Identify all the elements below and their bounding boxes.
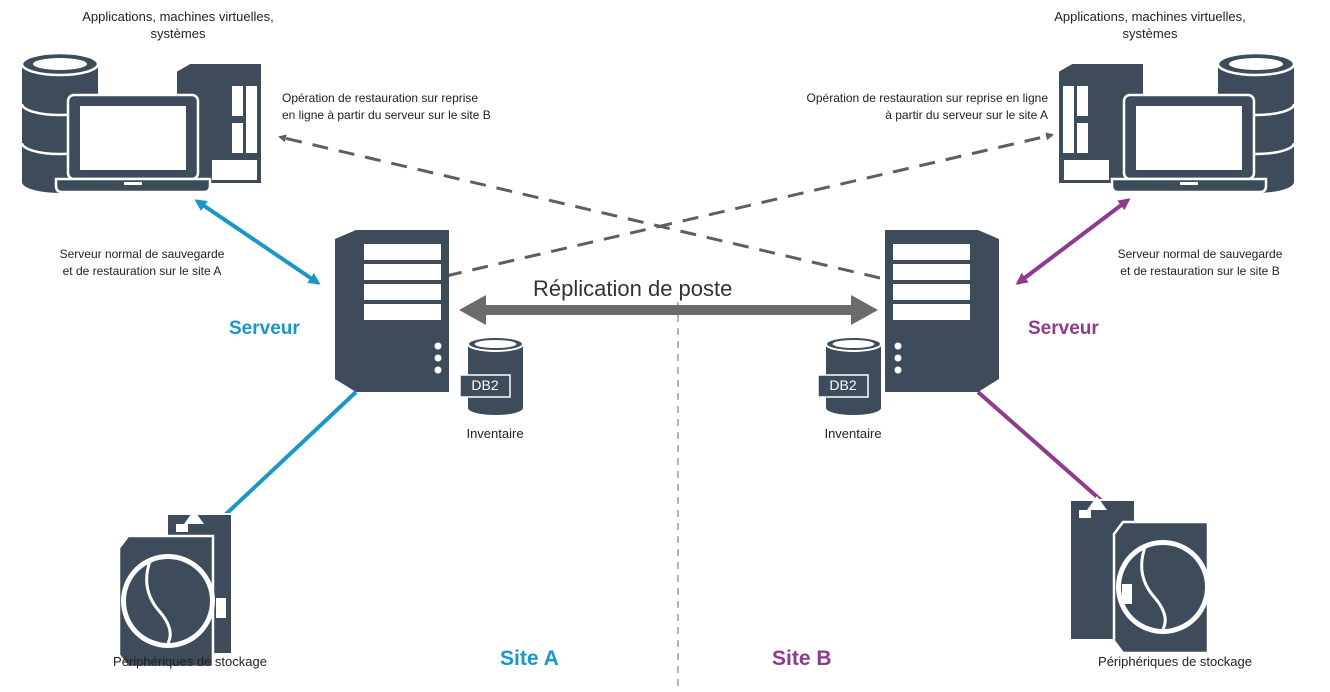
restore-label-a: Opération de restauration sur reprise en… — [282, 90, 491, 124]
storage-label-a: Périphériques de stockage — [113, 654, 267, 669]
normal-backup-arrow-b — [1015, 198, 1131, 285]
restore-label-b-line1: Opération de restauration sur reprise en… — [806, 91, 1048, 105]
inventory-label-a: Inventaire — [466, 426, 524, 441]
normal-backup-label-a: Serveur normal de sauvegarde et de resta… — [22, 246, 262, 280]
db2-label-b: DB2 — [829, 377, 857, 393]
db2-cylinder-icon-b — [817, 336, 882, 415]
site-label-a: Site A — [500, 647, 559, 670]
server-label-a: Serveur — [229, 318, 300, 339]
apps-label-b-line2: systèmes — [1122, 26, 1178, 41]
replication-label: Réplication de poste — [533, 276, 733, 301]
restore-label-b: Opération de restauration sur reprise en… — [620, 90, 1048, 124]
storage-label-b: Périphériques de stockage — [1098, 654, 1252, 669]
db2-label-a: DB2 — [471, 377, 499, 393]
normal-backup-label-b: Serveur normal de sauvegarde et de resta… — [1080, 246, 1320, 280]
apps-label-b-line1: Applications, machines virtuelles, — [1054, 9, 1246, 24]
apps-label-a: Applications, machines virtuelles, systè… — [8, 8, 348, 42]
normal-backup-label-b-line2: et de restauration sur le site B — [1120, 264, 1280, 278]
site-label-b: Site B — [772, 647, 832, 670]
server-label-b: Serveur — [1028, 318, 1099, 339]
replication-arrow — [459, 295, 878, 325]
restore-label-a-line1: Opération de restauration sur reprise — [282, 91, 479, 105]
laptop-icon-b — [1110, 93, 1268, 194]
db2-cylinder-icon-a — [459, 336, 524, 415]
storage-device-icon-b — [1069, 496, 1210, 655]
normal-backup-arrow-a — [194, 199, 321, 285]
restore-label-b-line2: à partir du serveur sur le site A — [885, 108, 1048, 122]
storage-link-b — [976, 390, 1105, 504]
storage-link-a — [222, 390, 358, 518]
normal-backup-label-b-line1: Serveur normal de sauvegarde — [1117, 247, 1283, 261]
restore-label-a-line2: en ligne à partir du serveur sur le site… — [282, 108, 491, 122]
server-tower-icon-a — [335, 230, 449, 392]
storage-device-icon-a — [117, 510, 233, 669]
inventory-label-b: Inventaire — [824, 426, 882, 441]
apps-label-a-line2: systèmes — [150, 26, 206, 41]
normal-backup-label-a-line2: et de restauration sur le site A — [62, 264, 222, 278]
server-tower-icon-b — [885, 230, 999, 392]
normal-backup-label-a-line1: Serveur normal de sauvegarde — [59, 247, 225, 261]
failover-arrow-b-to-a — [278, 134, 881, 280]
failover-arrow-a-to-b — [445, 132, 1054, 278]
laptop-icon-a — [54, 93, 212, 194]
apps-label-a-line1: Applications, machines virtuelles, — [82, 9, 274, 24]
apps-label-b: Applications, machines virtuelles, systè… — [980, 8, 1320, 42]
